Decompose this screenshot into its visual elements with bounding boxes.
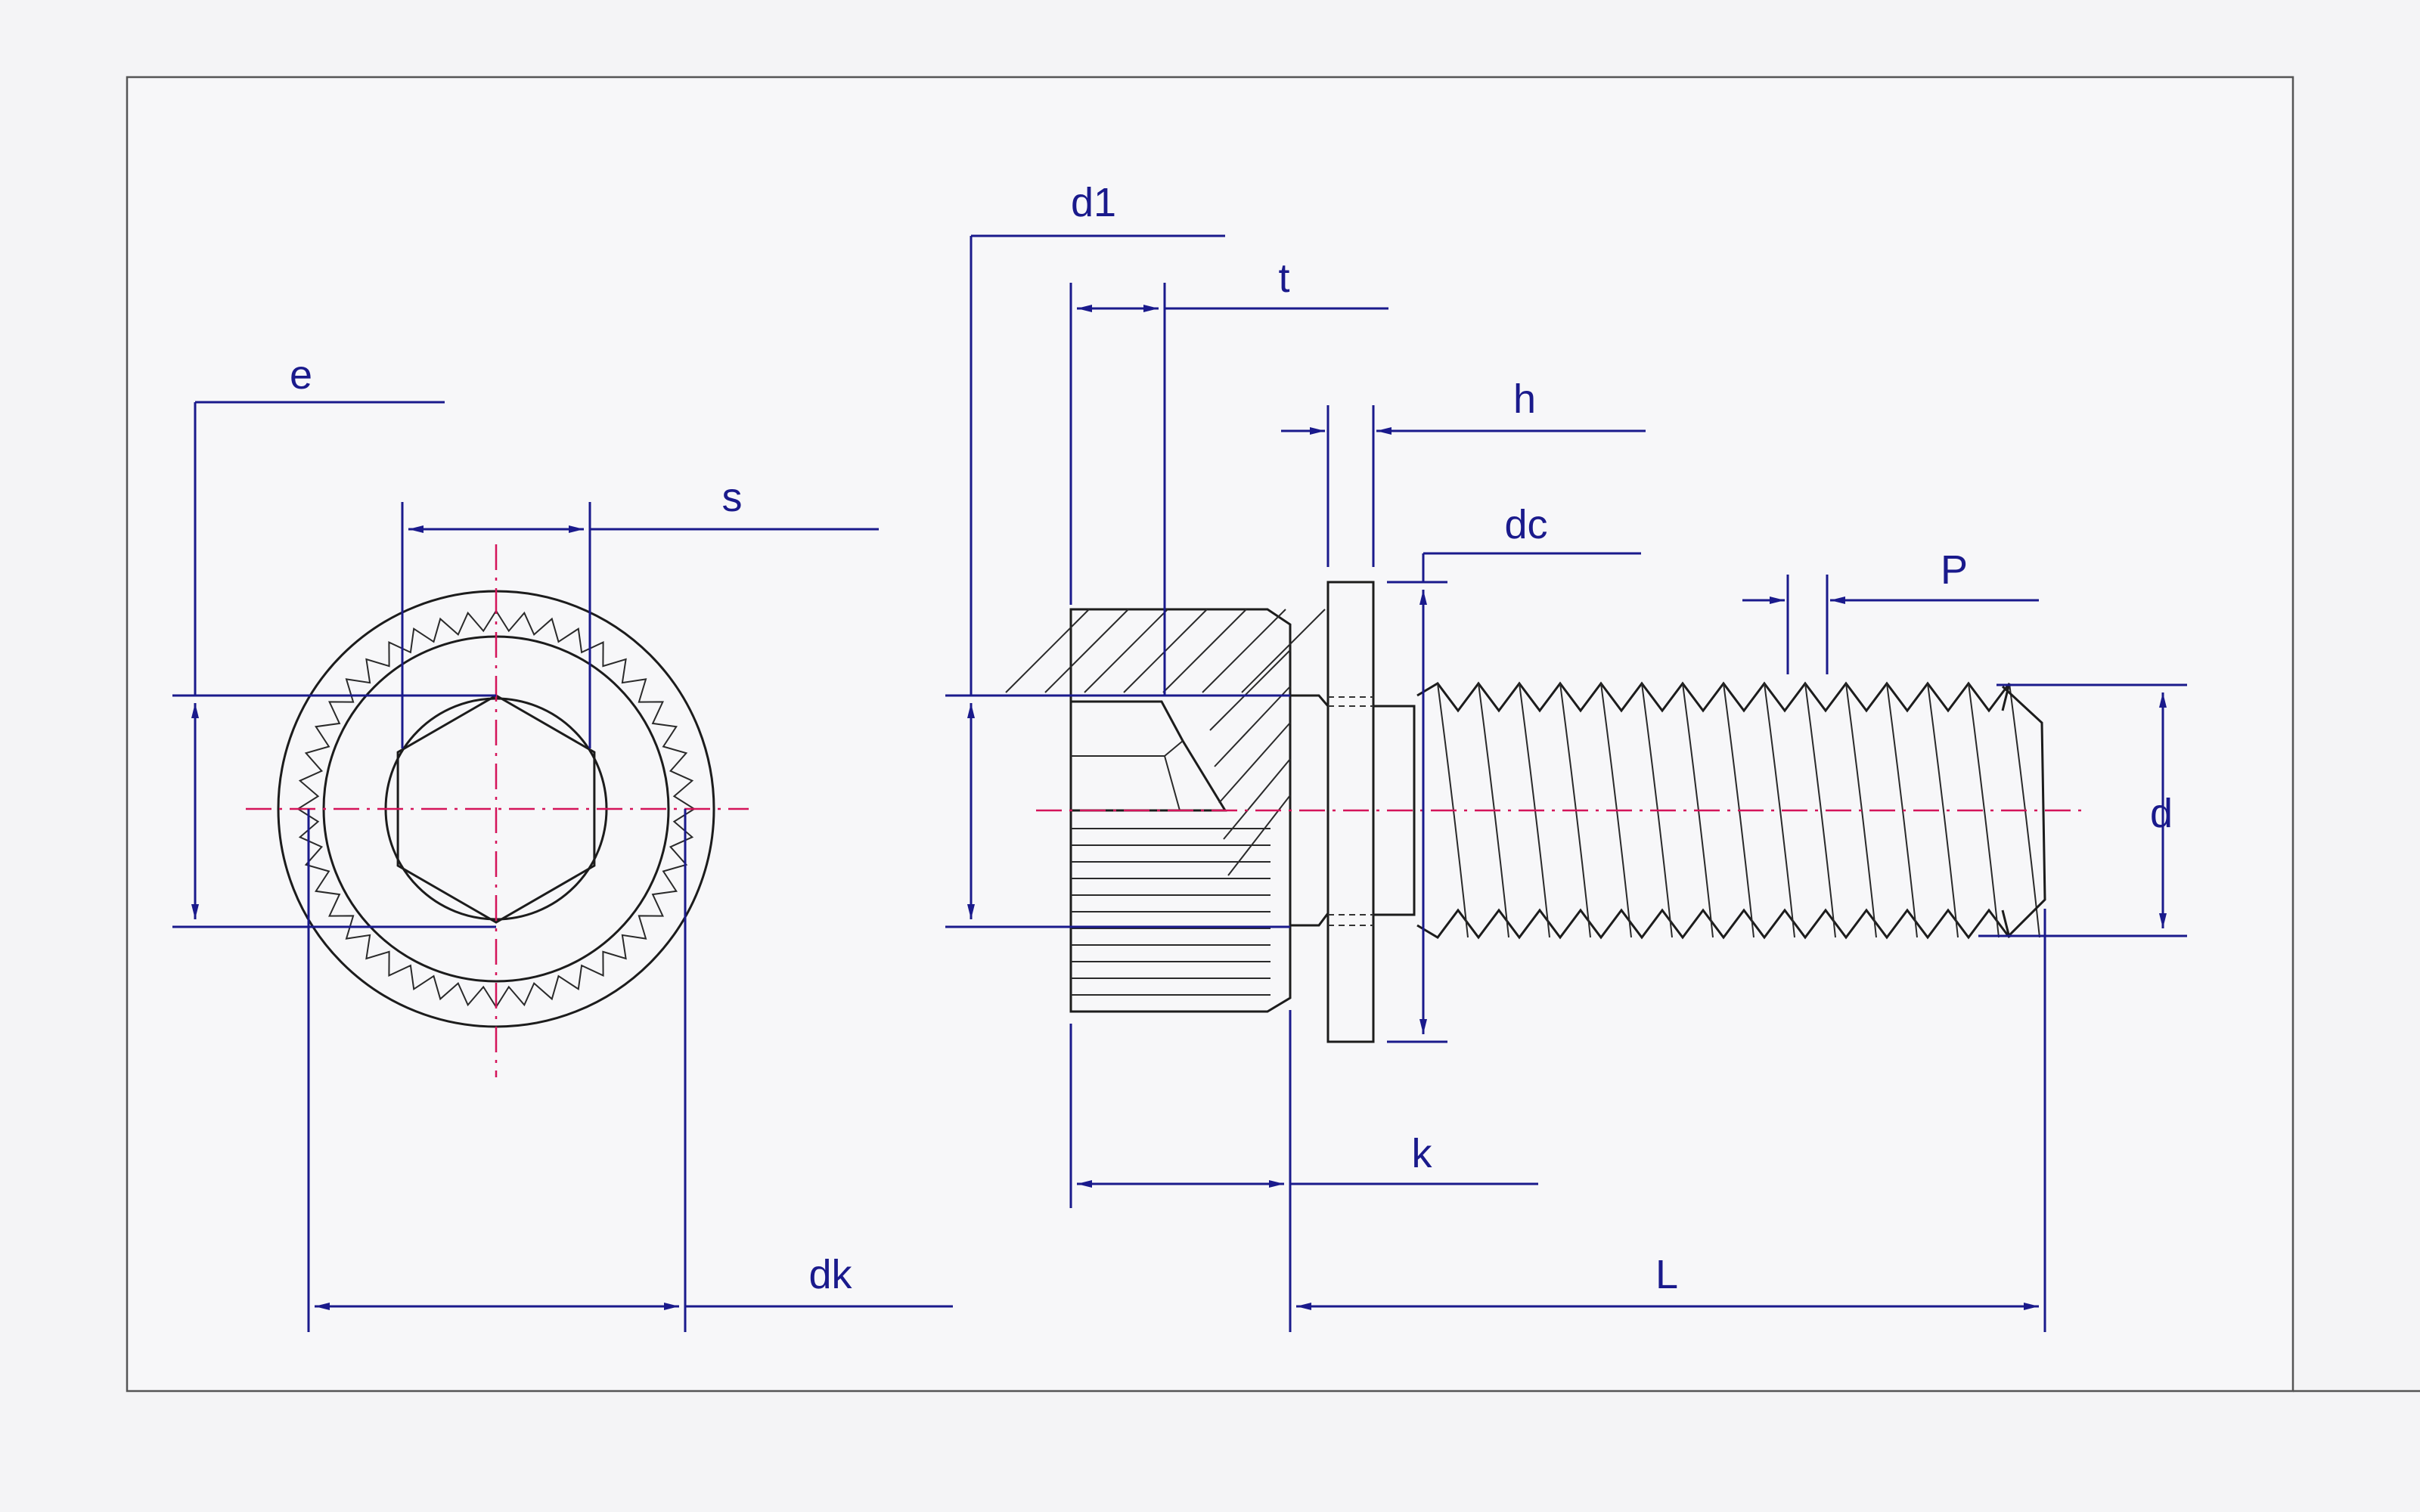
socket-recess-inner bbox=[1071, 740, 1184, 811]
label-t: t bbox=[1278, 256, 1289, 301]
dimension-d1: d1 bbox=[945, 180, 1290, 928]
dimension-L: L bbox=[1296, 909, 2046, 1332]
hatch-line bbox=[1162, 609, 1247, 693]
label-dc: dc bbox=[1504, 502, 1547, 547]
hatch-line bbox=[1223, 758, 1291, 840]
label-h: h bbox=[1513, 376, 1536, 422]
dimension-s: s bbox=[401, 475, 879, 748]
thread-flank bbox=[1804, 683, 1836, 938]
screw-tip bbox=[2001, 685, 2046, 937]
hatch-line bbox=[1241, 609, 1326, 693]
thread-flank bbox=[1764, 683, 1795, 938]
hatch-line bbox=[1209, 649, 1291, 731]
head-knurling bbox=[1071, 828, 1270, 996]
label-d: d bbox=[2150, 791, 2173, 836]
shank-collar bbox=[1373, 705, 1416, 916]
thread-crest-bottom bbox=[1416, 908, 2011, 940]
thread-flank bbox=[1886, 683, 1918, 938]
drawing-frame bbox=[126, 76, 2294, 1393]
hatch-line bbox=[1214, 686, 1291, 767]
hatch-line bbox=[1005, 609, 1090, 693]
thread-flank bbox=[1927, 683, 1959, 938]
label-L: L bbox=[1655, 1252, 1678, 1297]
hatch-line bbox=[1218, 722, 1291, 804]
hatch-line bbox=[1202, 609, 1286, 693]
dimension-P: P bbox=[1742, 547, 2039, 674]
label-P: P bbox=[1941, 547, 1968, 593]
label-dk: dk bbox=[808, 1252, 852, 1297]
dimension-k: k bbox=[1069, 1010, 1538, 1332]
label-d1: d1 bbox=[1071, 180, 1116, 225]
dimension-dk: dk bbox=[307, 809, 953, 1332]
label-s: s bbox=[722, 475, 743, 520]
label-k: k bbox=[1412, 1131, 1433, 1176]
label-e: e bbox=[290, 352, 312, 398]
washer-side bbox=[1326, 581, 1375, 1043]
dimension-dc: dc bbox=[1387, 502, 1641, 1043]
thread-flanks bbox=[1437, 683, 2040, 938]
dimension-h: h bbox=[1281, 376, 1646, 567]
dimension-d: d bbox=[1978, 683, 2187, 937]
head-outline bbox=[1069, 608, 1292, 1013]
hatch-line bbox=[1044, 609, 1129, 693]
dimension-t: t bbox=[1069, 256, 1388, 696]
dimension-e: e bbox=[172, 352, 496, 928]
thread-flank bbox=[1968, 683, 2000, 938]
hex-socket bbox=[396, 694, 596, 924]
hatch-line bbox=[1084, 609, 1168, 693]
